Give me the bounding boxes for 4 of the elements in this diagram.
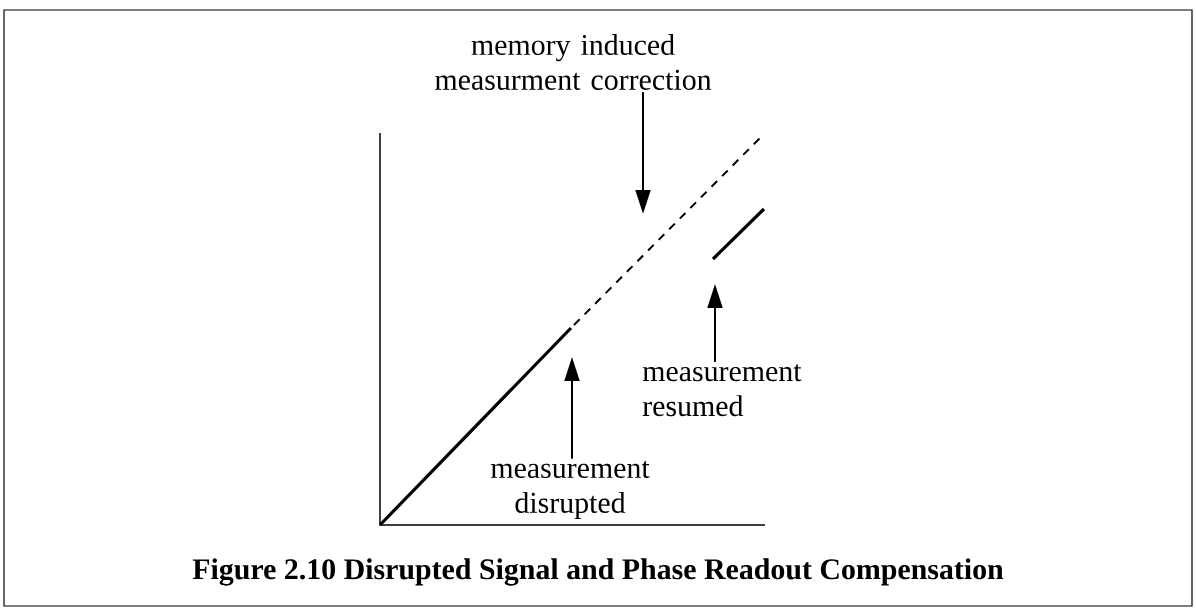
annotation-text: memory induced measurment correction xyxy=(435,34,712,90)
annotation-text: measurement disrupted xyxy=(490,460,650,519)
figure-caption: Figure 2.10 Disrupted Signal and Phase Readout Compensation xyxy=(192,558,1004,586)
annotation-text: measurement resumed xyxy=(642,364,802,417)
